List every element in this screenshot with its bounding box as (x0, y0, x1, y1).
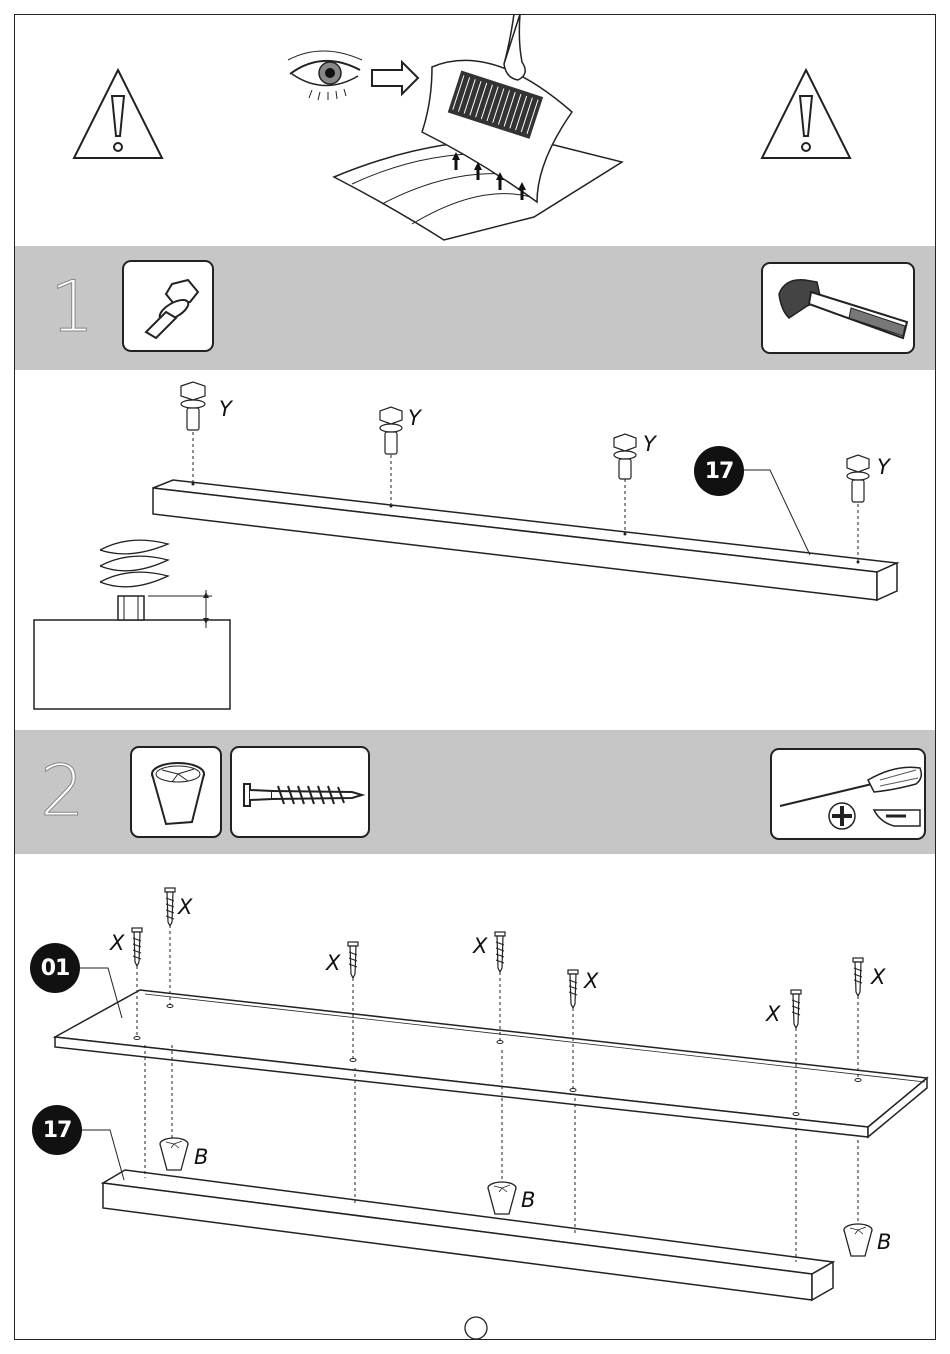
bolt-part-box (122, 260, 214, 352)
bolt-label: Y (219, 397, 232, 421)
hammer-icon (771, 274, 911, 346)
screw-label: X (110, 931, 124, 955)
screw-x (791, 990, 801, 1028)
hammer-tool-box (761, 262, 915, 354)
screw-x (568, 970, 578, 1008)
screwdriver-tool-box (770, 748, 926, 840)
screw-label: X (871, 965, 885, 989)
screw-x (348, 942, 358, 978)
screw-x (165, 888, 175, 926)
screw-label: X (178, 895, 192, 919)
part-badge: 17 (32, 1105, 82, 1155)
eye-read-manual-icon (282, 12, 642, 247)
beam-17 (103, 1170, 833, 1300)
bolt-y (181, 382, 205, 430)
warning-triangle-icon (72, 68, 164, 160)
foot-b (844, 1224, 872, 1256)
conical-foot-icon (148, 760, 208, 830)
foot-b (488, 1182, 516, 1214)
foot-b (160, 1138, 188, 1170)
foot-label: B (194, 1145, 208, 1169)
screw-label: X (584, 969, 598, 993)
phillips-screwdriver-icon (776, 754, 924, 838)
screw-x (853, 958, 863, 996)
part-badge: 17 (694, 446, 744, 496)
screw-x (132, 928, 142, 966)
warning-triangle-icon (760, 68, 852, 160)
part-badge: 01 (30, 943, 80, 993)
bolt-height-detail (34, 540, 230, 709)
bolt-label: Y (643, 432, 656, 456)
screw-part-box (230, 746, 370, 838)
screw-label: X (766, 1002, 780, 1026)
screw-x (495, 932, 505, 972)
screw-icon (242, 782, 364, 808)
foot-label: B (521, 1188, 535, 1212)
bolt-label: Y (408, 406, 421, 430)
bolt-y (614, 434, 636, 479)
step-1-illustration (0, 370, 950, 730)
bolt-y (380, 407, 402, 454)
step-number: 2 (40, 750, 85, 832)
bolt-y (847, 455, 869, 502)
bolt-icon (138, 276, 202, 340)
screw-label: X (473, 934, 487, 958)
foot-label: B (877, 1230, 891, 1254)
beam-17 (153, 480, 897, 600)
step-2-illustration (0, 854, 950, 1340)
screw-label: X (326, 951, 340, 975)
bolt-label: Y (877, 455, 890, 479)
page-number-circle (465, 1317, 487, 1339)
foot-part-box (130, 746, 222, 838)
step-number: 1 (50, 266, 95, 348)
